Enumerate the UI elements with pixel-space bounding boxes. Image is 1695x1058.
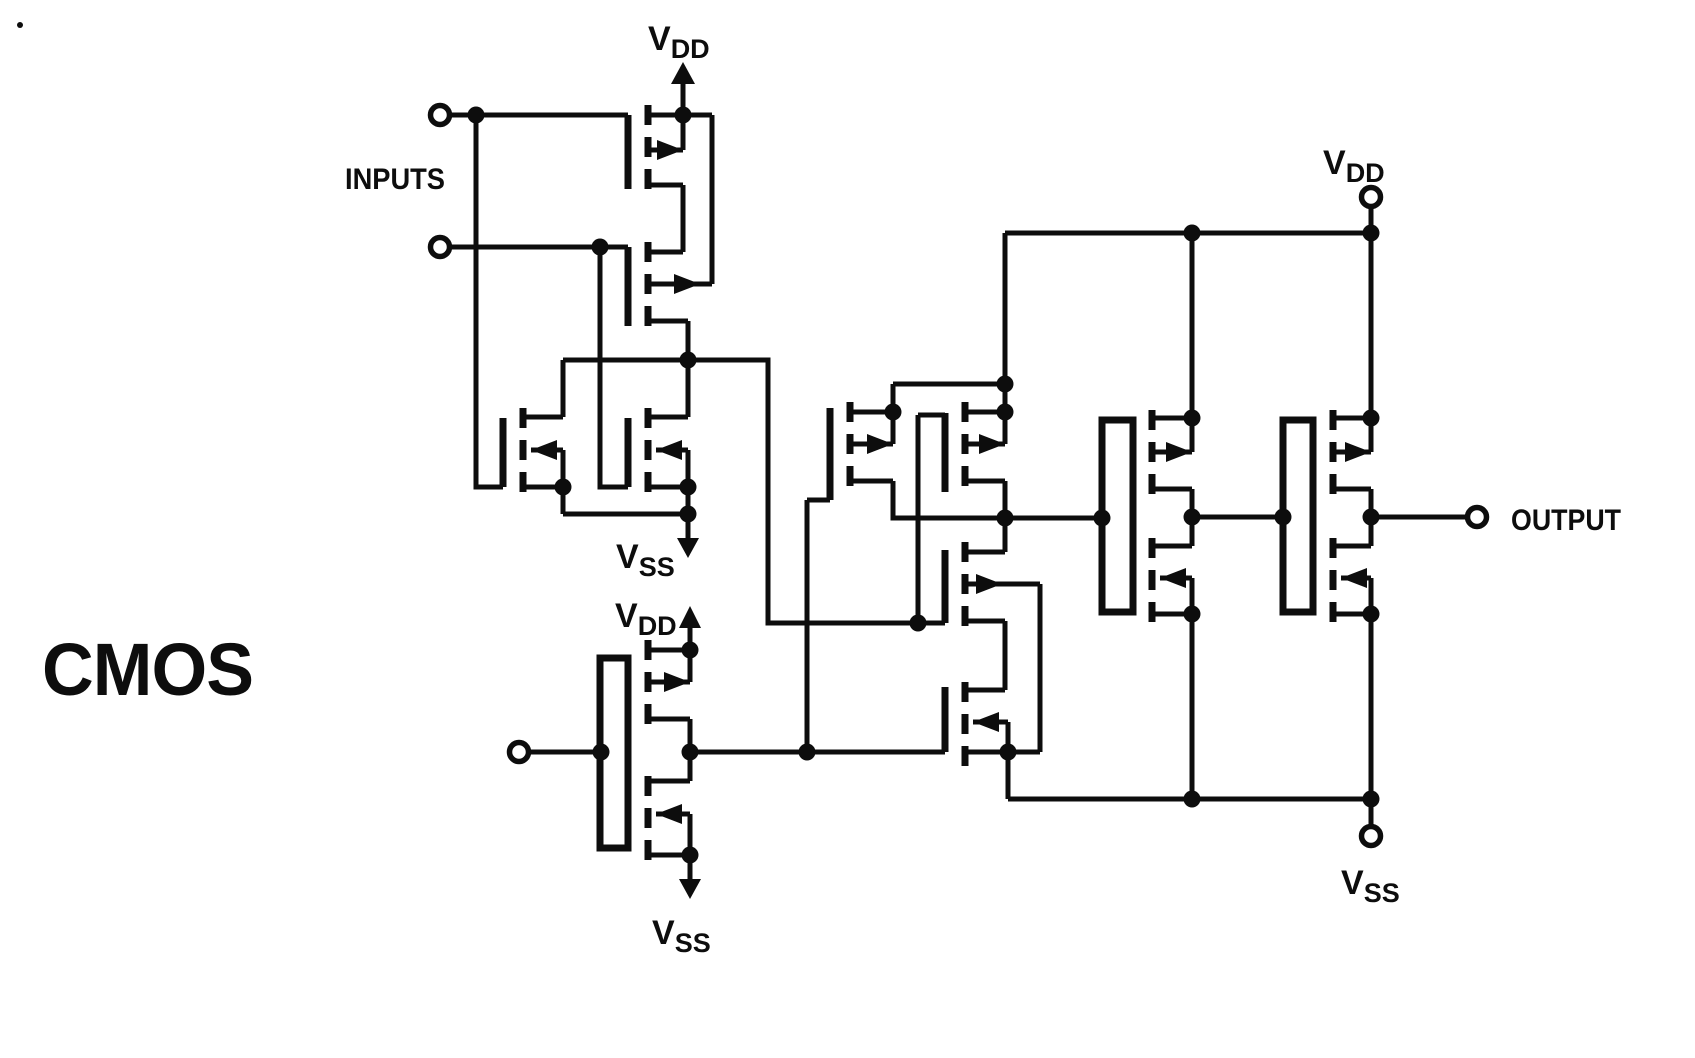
stubs — [648, 249, 712, 360]
vss-v: V — [616, 538, 639, 576]
vss-label-3: VSS — [1341, 864, 1400, 908]
wire-nor-output — [563, 357, 945, 626]
cmos-title: CMOS — [42, 628, 253, 711]
stubs — [965, 518, 1043, 755]
bulk-arrow-icon — [976, 574, 1002, 594]
input-a-terminal — [427, 102, 453, 128]
nor-nmos-a — [499, 360, 566, 514]
bulk-arrow-icon — [1166, 442, 1192, 462]
bulk-arrow-icon — [656, 440, 682, 460]
vss-arrow-icon — [677, 538, 699, 558]
bulk-arrow-icon — [1160, 568, 1186, 588]
vdd-label-3: VDD — [1323, 144, 1385, 188]
vdd-terminal — [1358, 184, 1384, 210]
bulk-arrow-icon — [867, 434, 893, 454]
buffer1-pmos — [1148, 233, 1195, 517]
vdd-v: V — [1323, 144, 1346, 182]
stubs — [965, 687, 1011, 799]
gate-loop — [1279, 416, 1317, 616]
stubs — [850, 381, 1102, 521]
middle-stage — [804, 233, 1102, 799]
nor-nmos-b — [624, 360, 691, 514]
output-terminal — [1464, 504, 1490, 530]
middle-pmos-a — [826, 381, 1102, 521]
vss-v: V — [1341, 864, 1364, 902]
bulk-arrow-icon — [973, 712, 999, 732]
middle-pmos-c — [941, 518, 1043, 755]
inputs-label: INPUTS — [345, 163, 445, 196]
buffer2-nmos — [1329, 517, 1374, 826]
vdd-sub: DD — [671, 34, 710, 64]
inverter-stage — [528, 622, 945, 881]
stubs — [1333, 207, 1374, 517]
bulk-arrow-icon — [657, 140, 683, 160]
gate-loop — [596, 654, 632, 852]
nor-pmos-a — [624, 105, 715, 284]
stubs — [1152, 233, 1195, 517]
bulk-arrow-icon — [531, 440, 557, 460]
inverter-pmos — [644, 622, 693, 752]
bulk-arrow-icon — [1345, 442, 1371, 462]
input-c-terminal — [506, 739, 532, 765]
bulk-arrow-icon — [1341, 568, 1367, 588]
vss-sub: SS — [1364, 878, 1400, 908]
vdd-sub: DD — [1346, 158, 1385, 188]
stubs — [965, 409, 1008, 518]
vss-label-2: VSS — [652, 914, 711, 958]
vss-sub: SS — [639, 552, 675, 582]
vss-label-1: VSS — [616, 538, 675, 582]
middle-nmos — [941, 682, 1011, 799]
wire-gate-riser-left — [804, 497, 830, 752]
vdd-arrow-icon — [671, 62, 695, 84]
buffer1-nmos — [1148, 517, 1195, 799]
bulk-arrow-icon — [979, 434, 1005, 454]
buffer2-pmos — [1329, 207, 1374, 517]
vdd-arrow-icon — [679, 606, 701, 628]
nor-gate-stage — [449, 105, 945, 626]
junction-dots — [467, 106, 1380, 864]
vss-arrow-icon — [679, 879, 701, 899]
inverter-nmos — [644, 752, 693, 881]
output-label: OUTPUT — [1511, 504, 1621, 537]
vss-terminal — [1358, 823, 1384, 849]
bulk-arrow-icon — [656, 804, 682, 824]
stubs — [1152, 517, 1195, 799]
input-b-terminal — [427, 234, 453, 260]
vdd-v: V — [648, 20, 671, 58]
nor-pmos-b — [624, 242, 712, 360]
vdd-label-2: VDD — [615, 597, 677, 641]
stubs — [1333, 517, 1374, 826]
vss-sub: SS — [675, 928, 711, 958]
vdd-label-1: VDD — [648, 20, 710, 64]
vss-v: V — [652, 914, 675, 952]
buffer-stage — [1005, 207, 1467, 826]
vdd-sub: DD — [638, 611, 677, 641]
scan-speck — [17, 22, 23, 28]
bulk-arrow-icon — [664, 672, 690, 692]
gate-loop — [1098, 416, 1137, 616]
bulk-arrow-icon — [674, 274, 700, 294]
middle-pmos-b — [941, 402, 1008, 518]
vdd-v: V — [615, 597, 638, 635]
